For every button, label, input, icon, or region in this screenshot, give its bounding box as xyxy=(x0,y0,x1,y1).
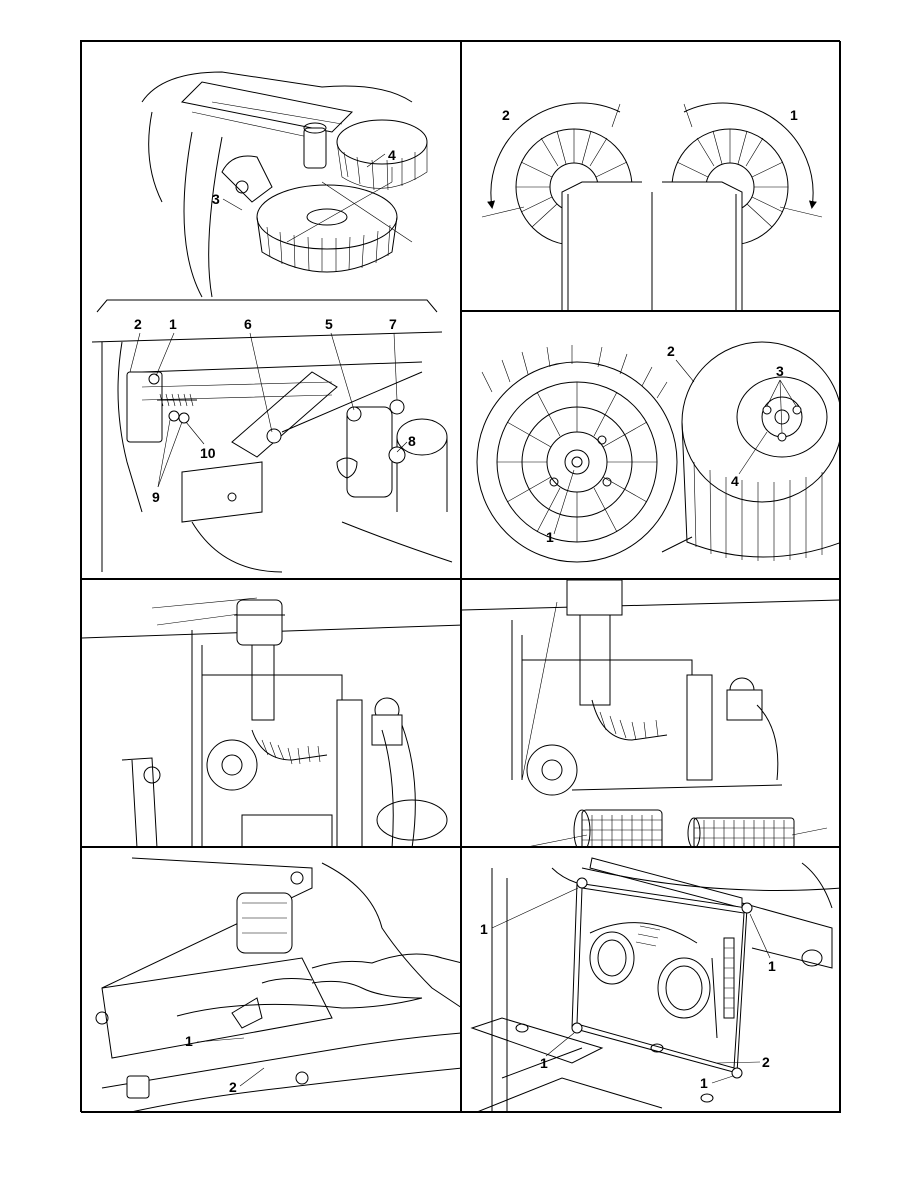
side-broom-illustration: 3 4 xyxy=(82,42,461,579)
callout-7: 7 xyxy=(389,316,397,332)
callout-6: 6 xyxy=(244,316,252,332)
panel-air-filter-installed xyxy=(81,579,461,847)
callout-1-bottom-right: 1 xyxy=(700,1075,708,1091)
cover-plate-illustration: 1 1 1 1 2 xyxy=(462,848,841,1113)
callout-5: 5 xyxy=(325,316,333,332)
callout-1-top-left: 1 xyxy=(480,921,488,937)
callout-1: 1 xyxy=(169,316,177,332)
callout-1: 1 xyxy=(185,1033,193,1049)
callout-2: 2 xyxy=(667,343,675,359)
figure-grid: 3 4 xyxy=(80,40,840,1112)
broom-hub-illustration: 2 3 1 4 xyxy=(462,312,841,579)
callout-2: 2 xyxy=(502,107,510,123)
callout-2: 2 xyxy=(229,1079,237,1095)
air-filter-elements-illustration xyxy=(462,580,841,847)
callout-4: 4 xyxy=(731,473,739,489)
hand-under-panel-illustration: 1 2 xyxy=(82,848,461,1113)
broom-rotation-illustration: 2 1 xyxy=(462,42,841,311)
callout-1: 1 xyxy=(546,529,554,545)
callout-3: 3 xyxy=(776,363,784,379)
callout-8: 8 xyxy=(408,433,416,449)
callout-2: 2 xyxy=(762,1054,770,1070)
panel-hand-under-panel: 1 2 xyxy=(81,847,461,1113)
panel-side-broom-adjustment: 3 4 xyxy=(81,41,461,579)
panel-air-filter-elements xyxy=(461,579,841,847)
callout-4-overview: 4 xyxy=(388,147,396,163)
callout-1: 1 xyxy=(790,107,798,123)
callout-1-right: 1 xyxy=(768,958,776,974)
callout-10: 10 xyxy=(200,445,216,461)
air-filter-installed-illustration xyxy=(82,580,461,847)
panel-broom-hub: 2 3 1 4 xyxy=(461,311,841,579)
panel-broom-rotation: 2 1 xyxy=(461,41,841,311)
callout-1-bottom-left: 1 xyxy=(540,1055,548,1071)
callout-9: 9 xyxy=(152,489,160,505)
panel-cover-plate: 1 1 1 1 2 xyxy=(461,847,841,1113)
callout-2: 2 xyxy=(134,316,142,332)
